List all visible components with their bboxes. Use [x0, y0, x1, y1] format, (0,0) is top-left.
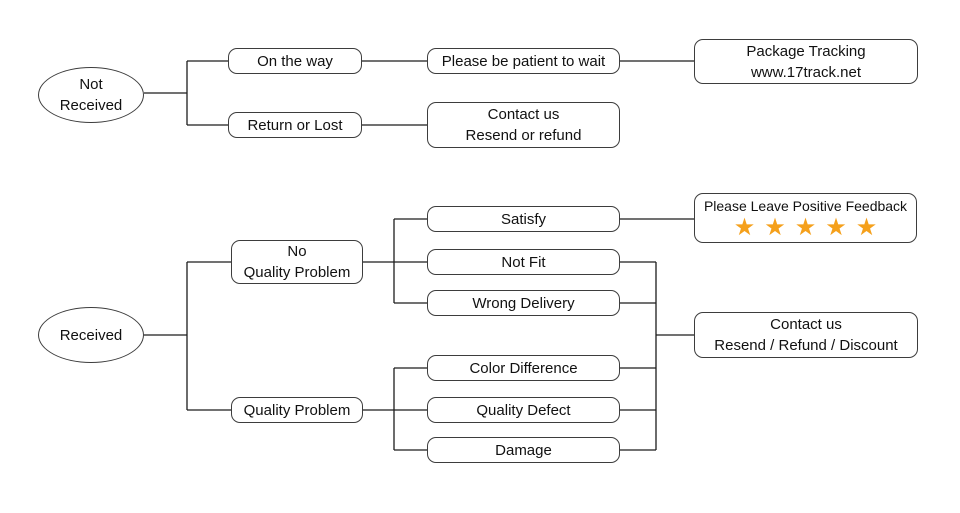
- star-icon: ★: [825, 213, 856, 241]
- node-not-fit: Not Fit: [427, 249, 620, 275]
- star-icon: ★: [764, 213, 795, 241]
- node-quality-problem: Quality Problem: [231, 397, 363, 423]
- node-wrong-delivery: Wrong Delivery: [427, 290, 620, 316]
- node-no-quality-problem: No Quality Problem: [231, 240, 363, 284]
- star-icon: ★: [794, 213, 826, 241]
- star-icon: ★: [733, 213, 765, 241]
- feedback-title: Please Leave Positive Feedback: [703, 198, 908, 214]
- node-package-tracking: Package Tracking www.17track.net: [694, 39, 918, 84]
- node-positive-feedback: Please Leave Positive Feedback ★★★★★: [694, 193, 917, 243]
- node-please-be-patient: Please be patient to wait: [427, 48, 620, 74]
- node-on-the-way: On the way: [228, 48, 362, 74]
- node-not-received: Not Received: [38, 67, 144, 123]
- node-color-difference: Color Difference: [427, 355, 620, 381]
- node-return-or-lost: Return or Lost: [228, 112, 362, 138]
- node-received: Received: [38, 307, 144, 363]
- node-quality-defect: Quality Defect: [427, 397, 620, 423]
- node-damage: Damage: [427, 437, 620, 463]
- star-icon: ★: [855, 213, 887, 241]
- node-satisfy: Satisfy: [427, 206, 620, 232]
- star-row: ★★★★★: [725, 215, 887, 240]
- node-contact-resend-refund: Contact us Resend or refund: [427, 102, 620, 148]
- node-contact-resend-refund-discount: Contact us Resend / Refund / Discount: [694, 312, 918, 358]
